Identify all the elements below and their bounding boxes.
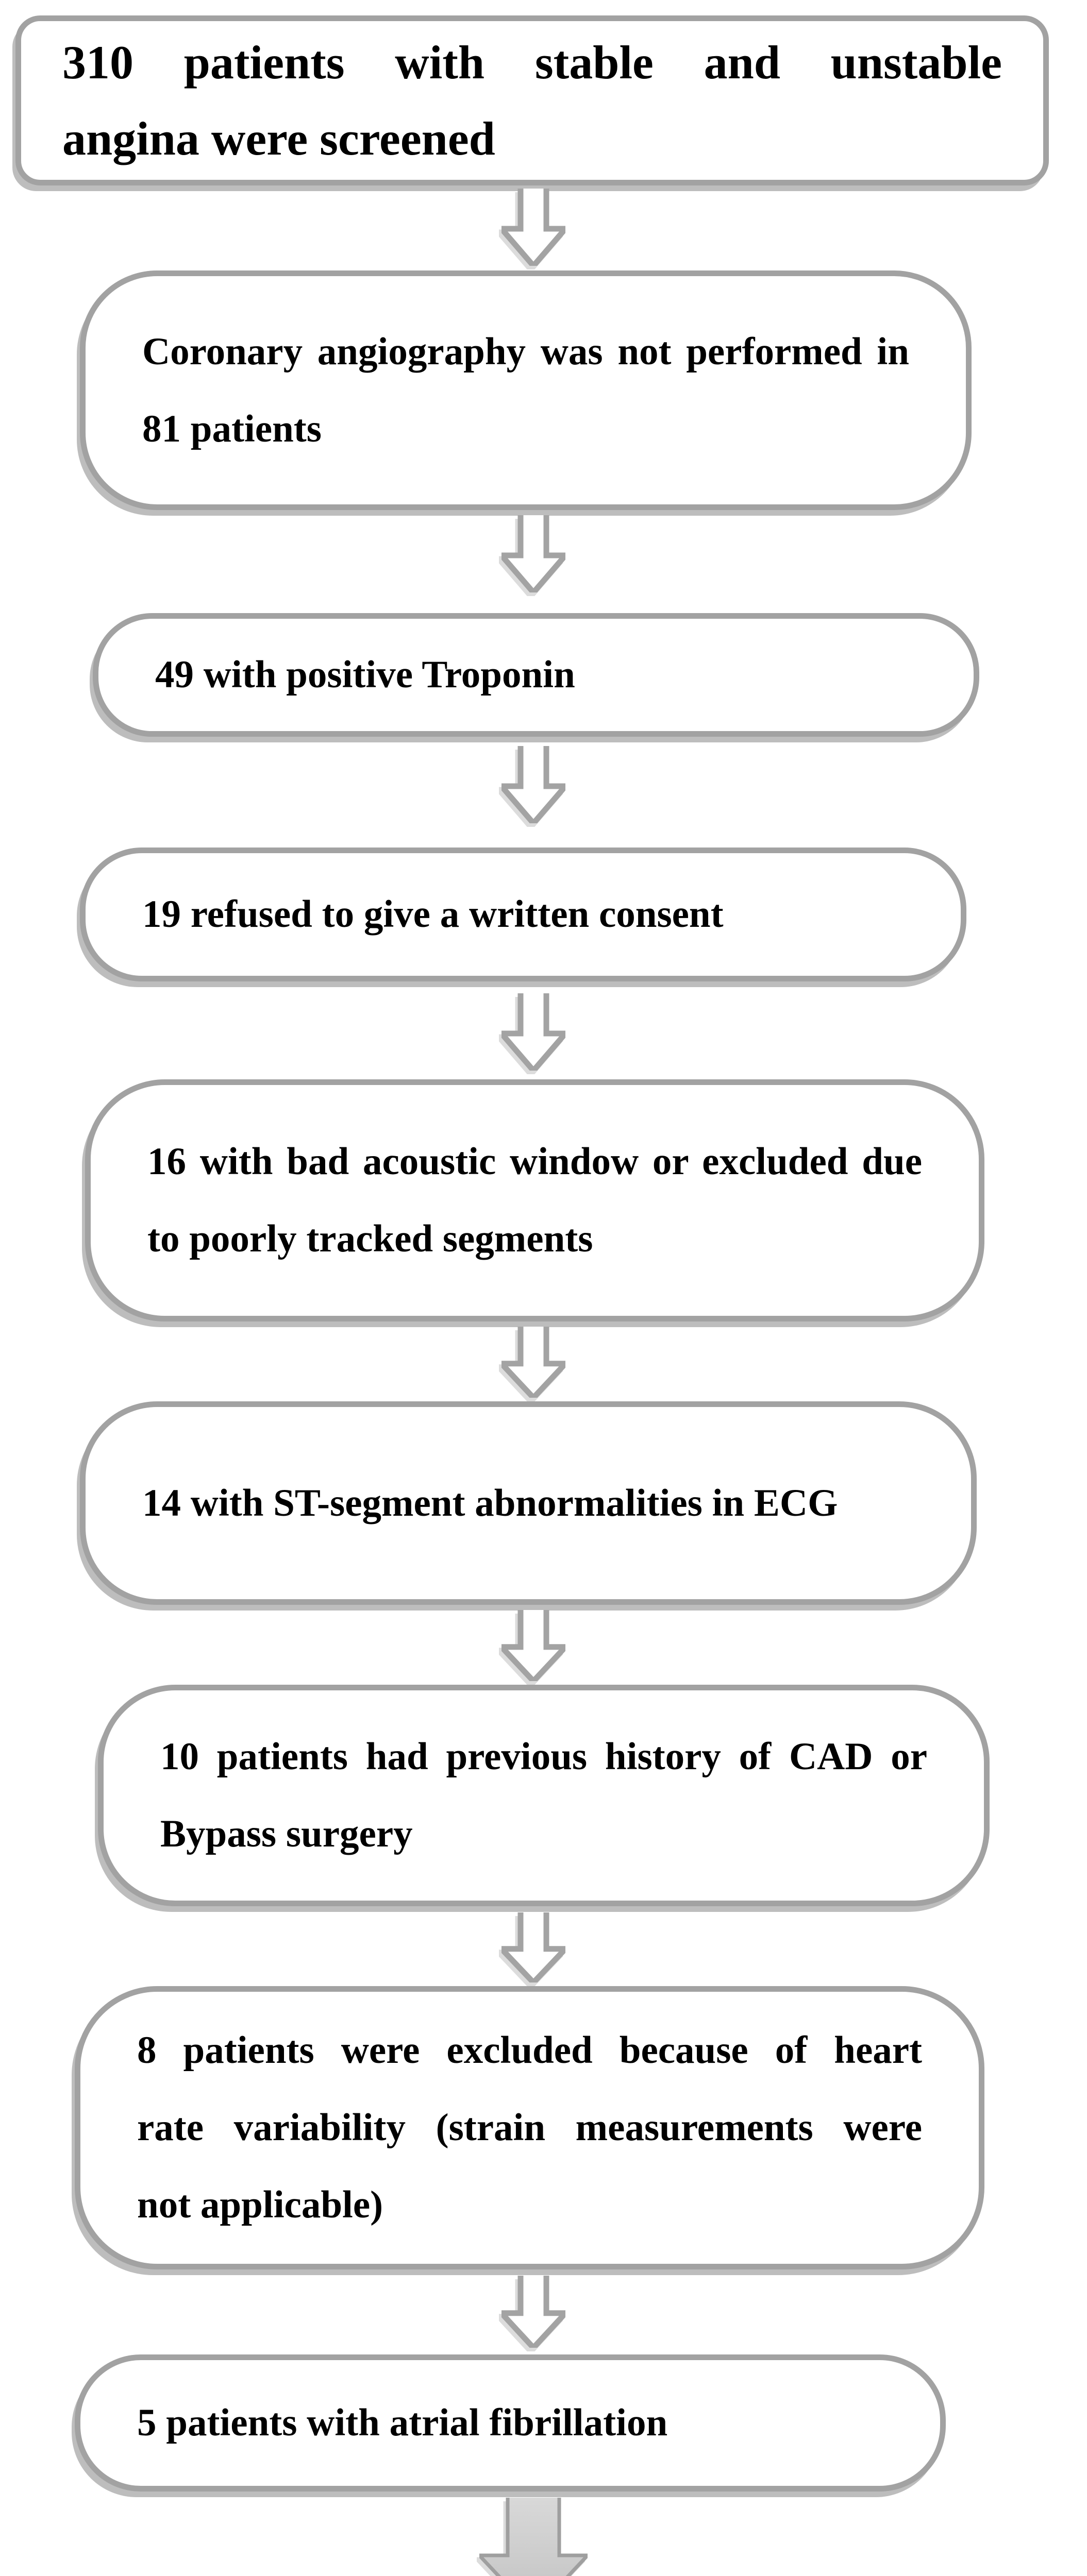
down-arrow-icon: [501, 746, 565, 823]
down-arrow-icon: [501, 993, 565, 1071]
flow-node-text: 49 with positive Troponin: [155, 653, 575, 696]
flow-node-bad-acoustic-window: 16 with bad acoustic window or excluded …: [85, 1079, 984, 1321]
down-arrow-icon: [501, 2276, 565, 2348]
solid-down-arrow-icon: [479, 2498, 588, 2576]
flow-node-no-angiography: Coronary angiography was not performed i…: [80, 270, 972, 510]
flow-node-text: 16 with bad acoustic window or excluded …: [147, 1140, 922, 1260]
down-arrow-icon: [501, 1912, 565, 1982]
flow-node-positive-troponin: 49 with positive Troponin: [93, 613, 979, 737]
down-arrow-icon: [501, 1610, 565, 1681]
flow-node-text: 14 with ST-segment abnormalities in ECG: [142, 1481, 838, 1524]
flow-node-st-segment-abnormalities: 14 with ST-segment abnormalities in ECG: [80, 1401, 977, 1605]
flow-node-text: 8 patients were excluded because of hear…: [137, 2029, 922, 2226]
flow-node-previous-cad: 10 patients had previous history of CAD …: [98, 1685, 990, 1906]
flow-node-atrial-fibrillation: 5 patients with atrial fibrillation: [75, 2354, 946, 2492]
down-arrow-icon: [501, 1327, 565, 1398]
flow-node-text: Coronary angiography was not performed i…: [142, 330, 909, 450]
flow-node-text: 10 patients had previous history of CAD …: [160, 1735, 927, 1855]
flow-node-refused-consent: 19 refused to give a written consent: [80, 848, 966, 981]
down-arrow-icon: [501, 189, 565, 266]
flow-node-text: 5 patients with atrial fibrillation: [137, 2401, 668, 2444]
down-arrow-icon: [501, 515, 565, 592]
flow-node-heart-rate-variability: 8 patients were excluded because of hear…: [75, 1986, 984, 2269]
flow-node-text: 19 refused to give a written consent: [142, 893, 724, 936]
